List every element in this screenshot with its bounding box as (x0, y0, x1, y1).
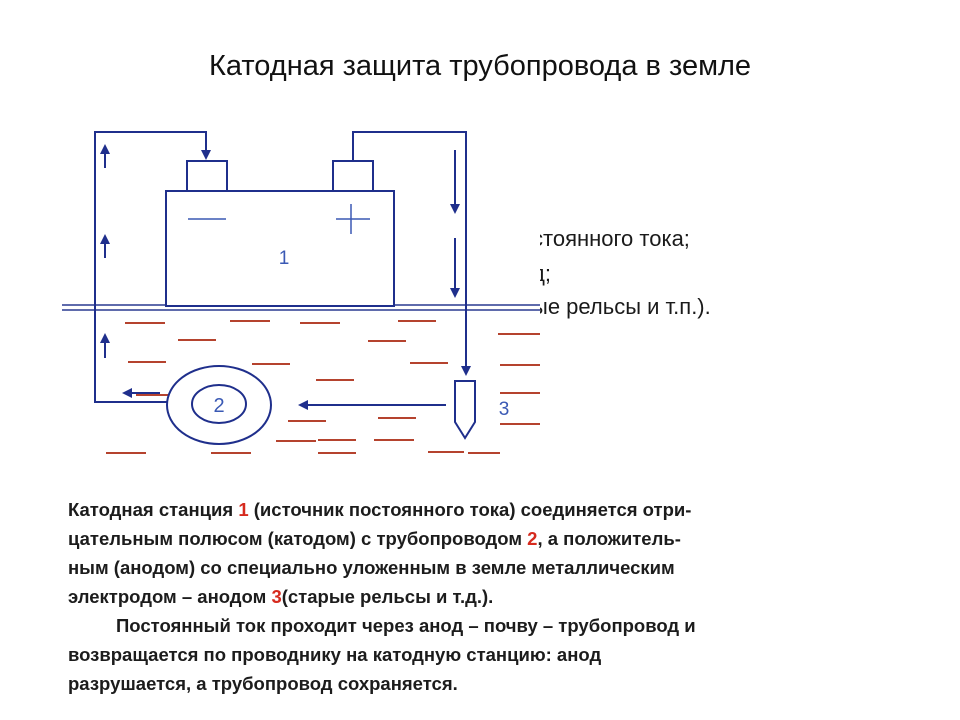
positive-terminal (332, 160, 374, 192)
slide-title: Катодная защита трубопровода в земле (208, 50, 752, 82)
description-line: Постоянный ток проходит через анод – поч… (116, 615, 696, 636)
cathodic-protection-diagram: 1 3 2 (62, 131, 540, 454)
station-number-highlight: 1 (238, 499, 249, 520)
cathode-station-1 (165, 160, 395, 307)
anode-number-highlight: 3 (271, 586, 282, 607)
description-line: ным (анодом) со специально уложенным в з… (68, 557, 675, 578)
anode-number-label: 3 (499, 399, 510, 420)
pipeline-number-label: 2 (213, 395, 224, 417)
pipeline-number-highlight: 2 (527, 528, 538, 549)
background-text-line-1: стоянного тока; (532, 226, 690, 251)
description-paragraph-1: Катодная станция 1 (источник постоянного… (68, 495, 888, 611)
station-number-label: 1 (279, 248, 290, 269)
pipeline-outer-icon (166, 365, 272, 445)
station-body (165, 190, 395, 307)
description-line: возвращается по проводнику на катодную с… (68, 644, 602, 665)
anode-electrode-3 (454, 380, 476, 440)
soil-hatching (106, 320, 540, 454)
description-line: Катодная станция 1 (источник постоянного… (68, 499, 692, 520)
description-line: цательным полюсом (катодом) с трубопрово… (68, 528, 681, 549)
negative-terminal (186, 160, 228, 192)
background-text-line-3: ые рельсы и т.п.). (532, 294, 711, 319)
plus-sign-icon (336, 204, 370, 234)
description-paragraph-2: Постоянный ток проходит через анод – поч… (68, 611, 888, 698)
anode-wire (352, 131, 467, 372)
pipeline-inner-icon (191, 384, 247, 424)
description-line: разрушается, а трубопровод сохраняется. (68, 673, 458, 694)
description-line: электродом – анодом 3(старые рельсы и т.… (68, 586, 494, 607)
